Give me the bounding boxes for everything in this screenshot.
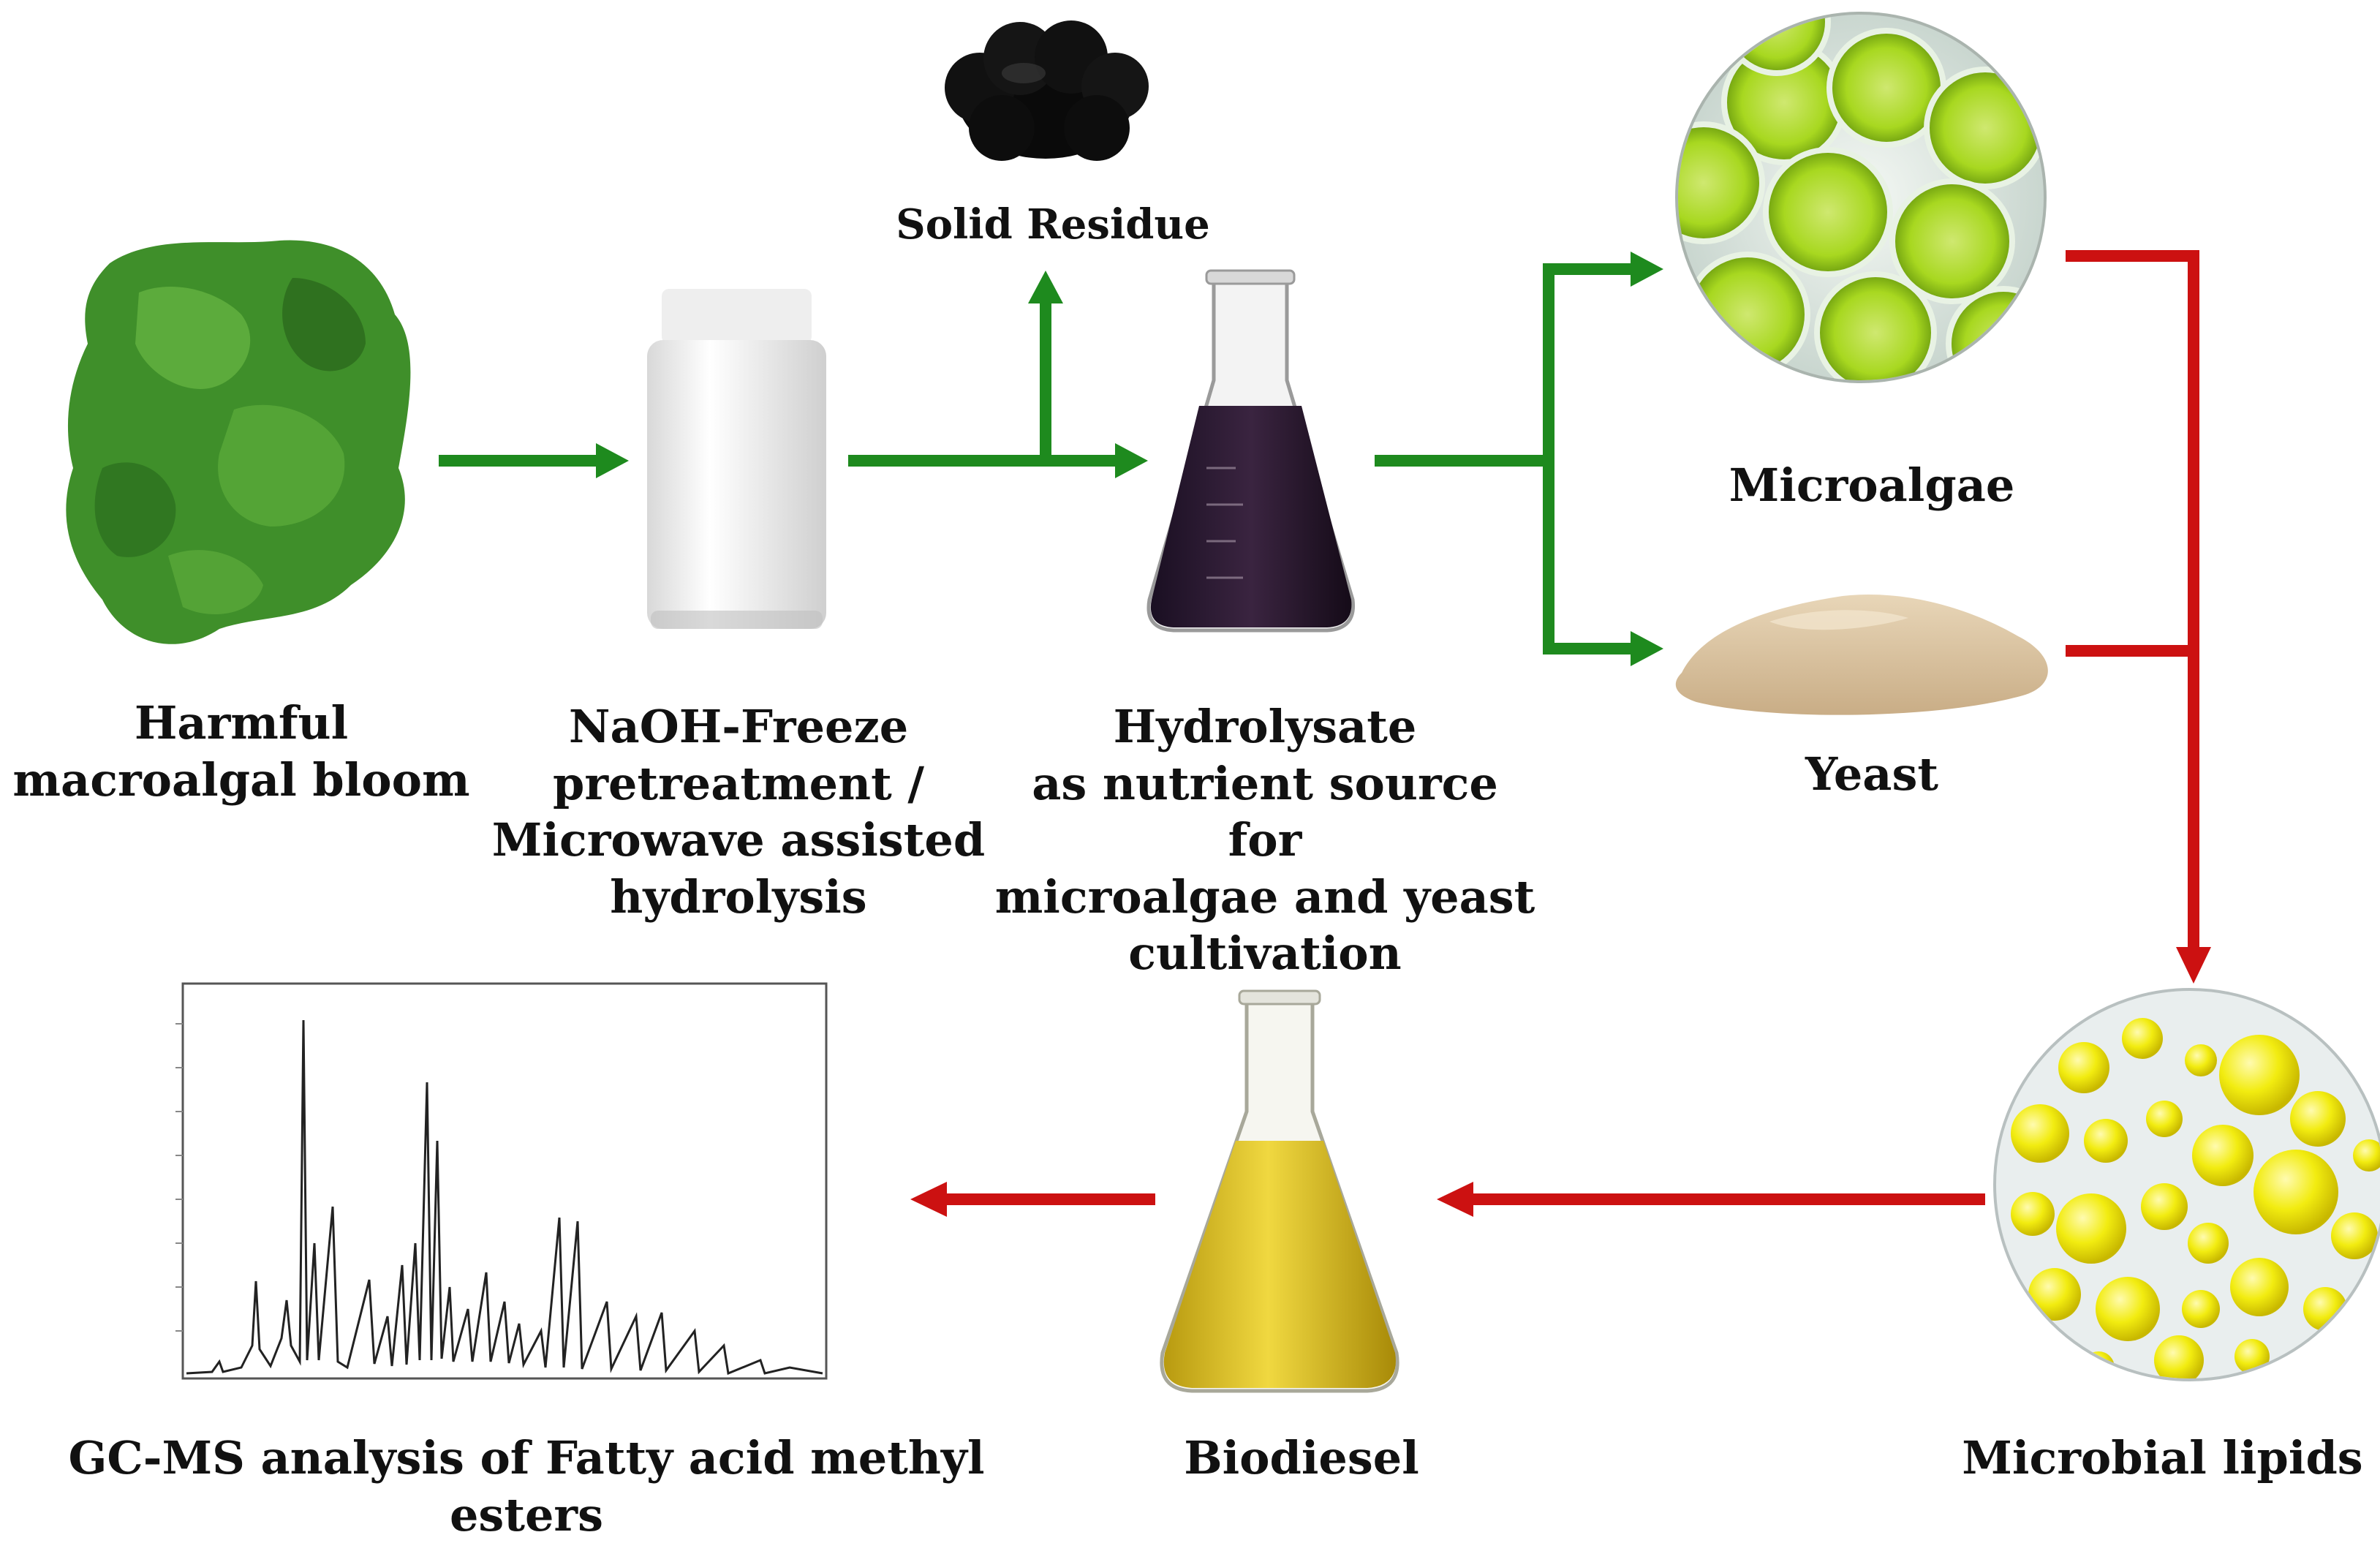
yeast-image (1675, 595, 2048, 715)
label-hydrolysate: Hydrolysate as nutrient source for micro… (994, 700, 1535, 980)
hydrolysate-flask-image (1146, 269, 1356, 633)
label-pretreatment: NaOH-Freeze pretreatment / Microwave ass… (491, 700, 986, 924)
process-diagram (66, 12, 2380, 1393)
label-gcms-analysis: GC-MS analysis of Fatty acid methyl este… (68, 1431, 985, 1542)
biodiesel-flask-image (1160, 989, 1399, 1393)
label-yeast: Yeast (1805, 747, 1939, 801)
label-biodiesel: Biodiesel (1184, 1431, 1419, 1484)
microbial-lipids-image (1993, 988, 2380, 1381)
gcms-chromatogram-image (175, 982, 828, 1380)
label-solid-residue: Solid Residue (896, 200, 1210, 249)
green-arrows (439, 252, 1663, 666)
label-macroalgal-bloom: Harmful macroalgal bloom (12, 696, 470, 807)
macroalgae-image (66, 240, 411, 644)
solid-residue-image (945, 20, 1149, 161)
pretreatment-bottle-image (647, 289, 826, 629)
label-microalgae: Microalgae (1729, 459, 2015, 512)
red-arrows (910, 250, 2211, 1217)
microalgae-image (1675, 12, 2047, 383)
label-microbial-lipids: Microbial lipids (1962, 1431, 2363, 1484)
